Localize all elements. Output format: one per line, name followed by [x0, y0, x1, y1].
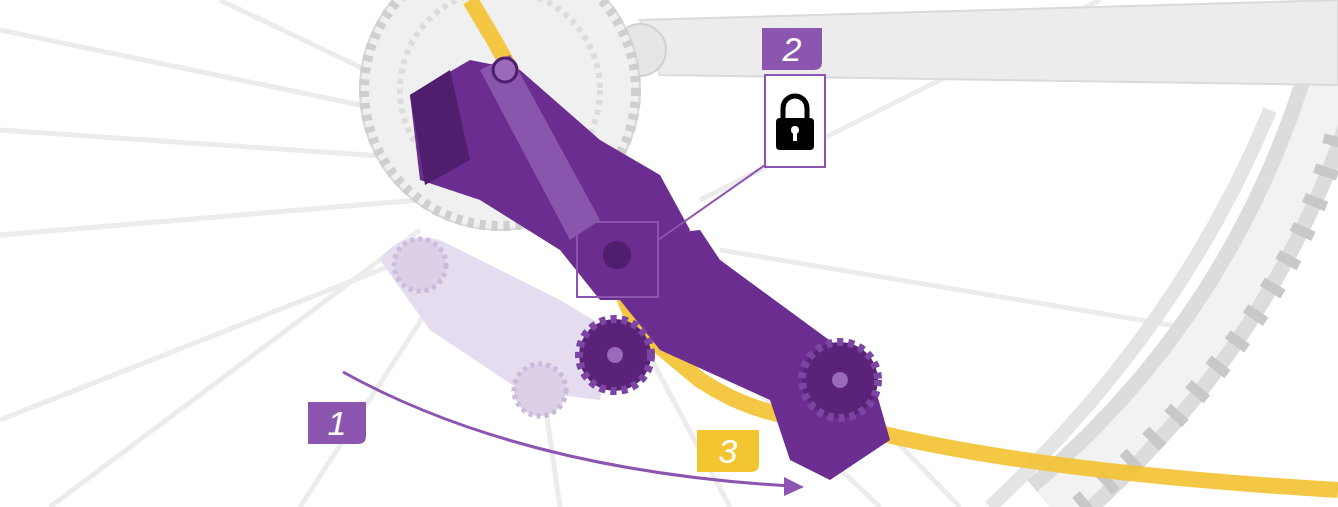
tire — [990, 60, 1338, 507]
callout-badges — [308, 28, 822, 472]
callout-number: 3 — [697, 430, 759, 472]
callout-number: 2 — [762, 28, 822, 70]
lock-callout — [577, 75, 825, 297]
derailleur — [410, 55, 890, 480]
callout-number: 1 — [308, 402, 366, 444]
frame-stay — [614, 0, 1338, 85]
motion-arrow — [343, 372, 804, 496]
